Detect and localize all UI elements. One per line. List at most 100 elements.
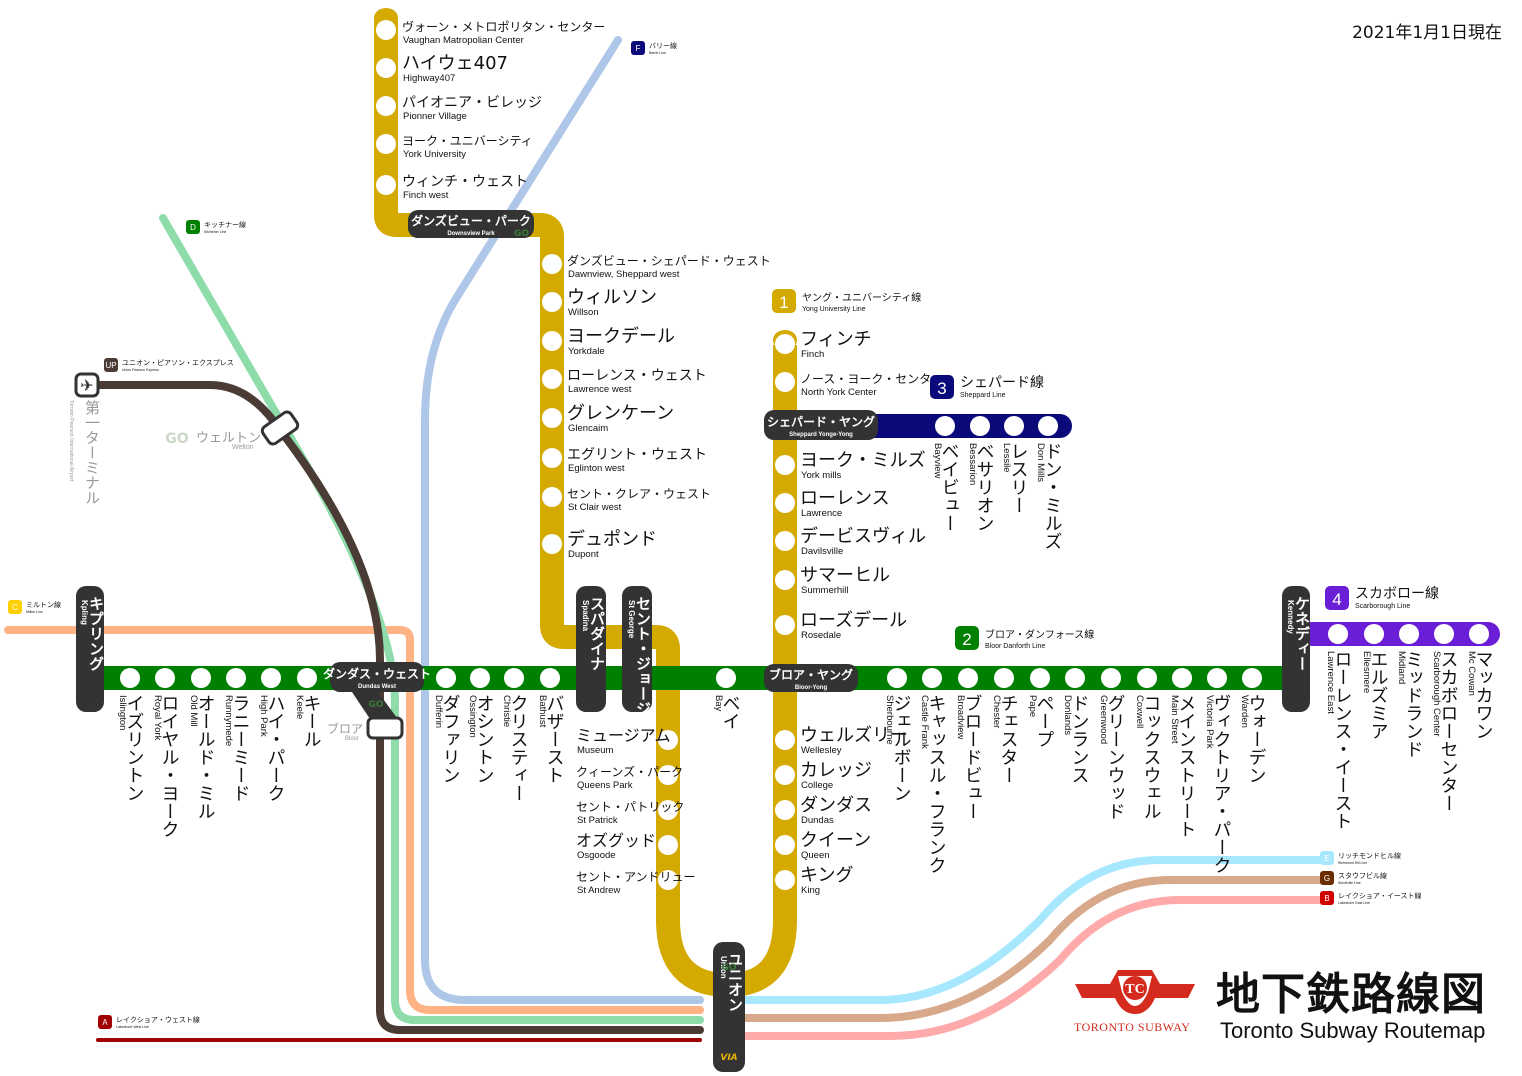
station-marker[interactable] bbox=[775, 765, 795, 785]
station-marker[interactable] bbox=[775, 334, 795, 354]
station-marker[interactable] bbox=[775, 835, 795, 855]
station-marker[interactable] bbox=[155, 668, 175, 688]
station-marker[interactable] bbox=[1364, 624, 1384, 644]
station-marker[interactable] bbox=[658, 835, 678, 855]
station-marker[interactable] bbox=[226, 668, 246, 688]
station-marker[interactable] bbox=[1328, 624, 1348, 644]
station-marker[interactable] bbox=[922, 668, 942, 688]
station-marker[interactable] bbox=[297, 668, 317, 688]
station-marker[interactable] bbox=[994, 668, 1014, 688]
station-marker[interactable] bbox=[775, 870, 795, 890]
station-marker[interactable] bbox=[261, 668, 281, 688]
station-marker[interactable] bbox=[658, 765, 678, 785]
station-marker[interactable] bbox=[775, 455, 795, 475]
station-marker[interactable] bbox=[775, 615, 795, 635]
station-marker[interactable] bbox=[935, 416, 955, 436]
station-marker[interactable] bbox=[542, 534, 562, 554]
station-marker[interactable] bbox=[1101, 668, 1121, 688]
station-marker[interactable] bbox=[540, 668, 560, 688]
station-marker[interactable] bbox=[1004, 416, 1024, 436]
station-marker[interactable] bbox=[775, 493, 795, 513]
station-marker[interactable] bbox=[775, 531, 795, 551]
station-marker[interactable] bbox=[1242, 668, 1262, 688]
station-marker[interactable] bbox=[1469, 624, 1489, 644]
weston-go-station[interactable]: GO ウェルトン Welton bbox=[165, 410, 300, 451]
station-marker[interactable] bbox=[775, 730, 795, 750]
station-marker[interactable] bbox=[191, 668, 211, 688]
station-marker[interactable] bbox=[1172, 668, 1192, 688]
station-marker[interactable] bbox=[542, 487, 562, 507]
station-marker[interactable] bbox=[470, 668, 490, 688]
station-marker[interactable] bbox=[1038, 416, 1058, 436]
station-marker[interactable] bbox=[1137, 668, 1157, 688]
station-marker[interactable] bbox=[542, 448, 562, 468]
station-marker[interactable] bbox=[542, 331, 562, 351]
station-marker[interactable] bbox=[775, 800, 795, 820]
station-marker[interactable] bbox=[658, 870, 678, 890]
station-marker[interactable] bbox=[1065, 668, 1085, 688]
station-marker[interactable] bbox=[376, 175, 396, 195]
station-marker[interactable] bbox=[775, 570, 795, 590]
station-marker[interactable] bbox=[716, 668, 736, 688]
bloor-go-station[interactable]: ブロア Bloor bbox=[327, 716, 404, 742]
station-marker[interactable] bbox=[542, 254, 562, 274]
station-marker[interactable] bbox=[376, 96, 396, 116]
